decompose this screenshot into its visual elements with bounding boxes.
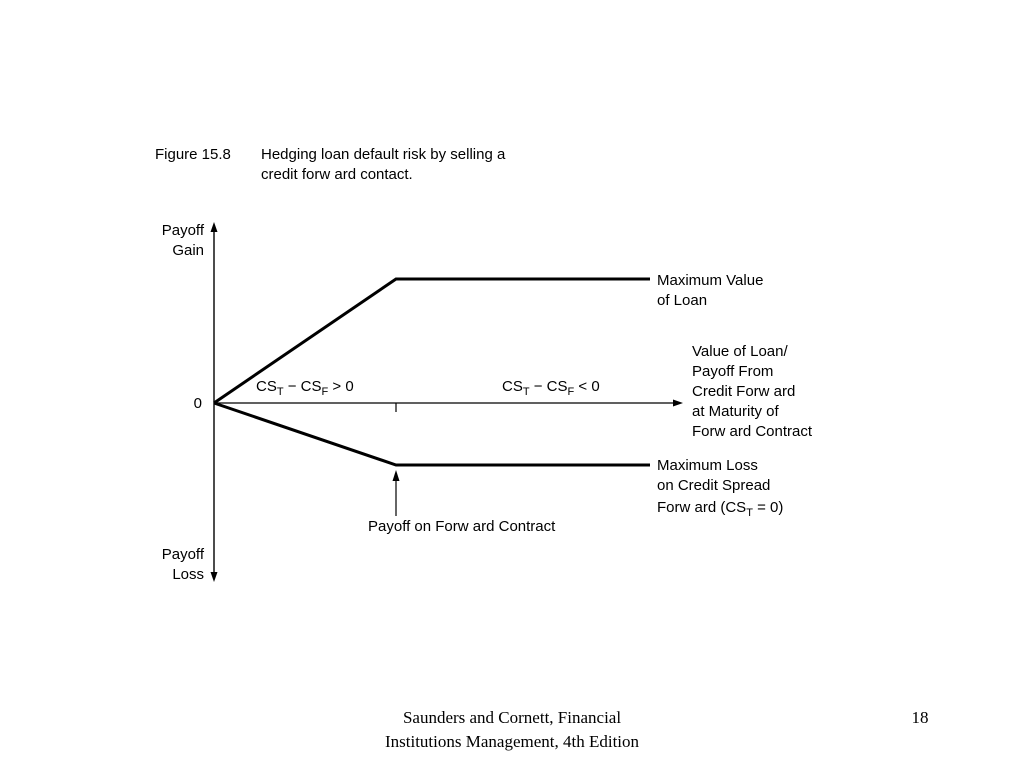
figure-number: Figure 15.8 bbox=[155, 146, 231, 163]
axis-value-label-line1: Value of Loan/ bbox=[692, 343, 788, 360]
figure-title-line1: Hedging loan default risk by selling a bbox=[261, 146, 506, 163]
region-right-relation: < 0 bbox=[574, 378, 600, 395]
region-right-minus-cs: − CS bbox=[529, 378, 568, 395]
axis-value-label-line4: at Maturity of bbox=[692, 403, 779, 420]
page-number: 18 bbox=[911, 708, 929, 727]
region-label-right: CST − CSF < 0 bbox=[502, 377, 600, 398]
footer-source-line2: Institutions Management, 4th Edition bbox=[384, 732, 640, 751]
y-axis-arrow-down bbox=[210, 572, 218, 582]
y-axis-top-label-line2: Gain bbox=[172, 242, 204, 259]
forward-payoff-pointer-arrowhead bbox=[392, 470, 400, 481]
region-right-sub-f: F bbox=[567, 386, 575, 398]
max-value-label-line2: of Loan bbox=[657, 292, 708, 309]
region-right-sub-t: T bbox=[522, 386, 530, 398]
forward-payoff-label: Payoff on Forw ard Contract bbox=[368, 518, 556, 535]
axis-value-label-line2: Payoff From bbox=[692, 363, 774, 380]
max-loss-label-line3: Forw ard (CST = 0) bbox=[657, 498, 783, 519]
region-left-cs-t: CS bbox=[256, 378, 277, 395]
max-value-label-line1: Maximum Value bbox=[657, 272, 764, 289]
max-value-line bbox=[213, 277, 650, 405]
max-loss-label-line1: Maximum Loss bbox=[657, 457, 758, 474]
region-right-cs-t: CS bbox=[502, 378, 523, 395]
region-left-sub-t: T bbox=[276, 386, 284, 398]
origin-label: 0 bbox=[193, 395, 202, 412]
y-axis-arrow-up bbox=[210, 222, 218, 232]
axis-value-label-line5: Forw ard Contract bbox=[692, 423, 813, 440]
region-left-relation: > 0 bbox=[328, 378, 354, 395]
axis-value-label-line3: Credit Forw ard bbox=[692, 383, 796, 400]
max-loss-line3-sub: T bbox=[746, 507, 753, 519]
region-left-minus-cs: − CS bbox=[283, 378, 322, 395]
max-loss-line3-pre: Forw ard (CS bbox=[657, 499, 747, 516]
footer-source-line1: Saunders and Cornett, Financial bbox=[402, 708, 622, 727]
y-axis-bottom-label-line2: Loss bbox=[172, 566, 204, 583]
max-loss-line3-post: = 0) bbox=[752, 499, 784, 516]
x-axis-arrow-right bbox=[673, 399, 683, 407]
y-axis-bottom-label-line1: Payoff bbox=[161, 546, 204, 563]
max-loss-line bbox=[213, 401, 650, 467]
max-loss-label-line2: on Credit Spread bbox=[657, 477, 771, 494]
region-left-sub-f: F bbox=[321, 386, 329, 398]
y-axis-top-label-line1: Payoff bbox=[161, 222, 204, 239]
region-label-left: CST − CSF > 0 bbox=[256, 377, 354, 398]
figure-title-line2: credit forw ard contact. bbox=[261, 166, 413, 183]
